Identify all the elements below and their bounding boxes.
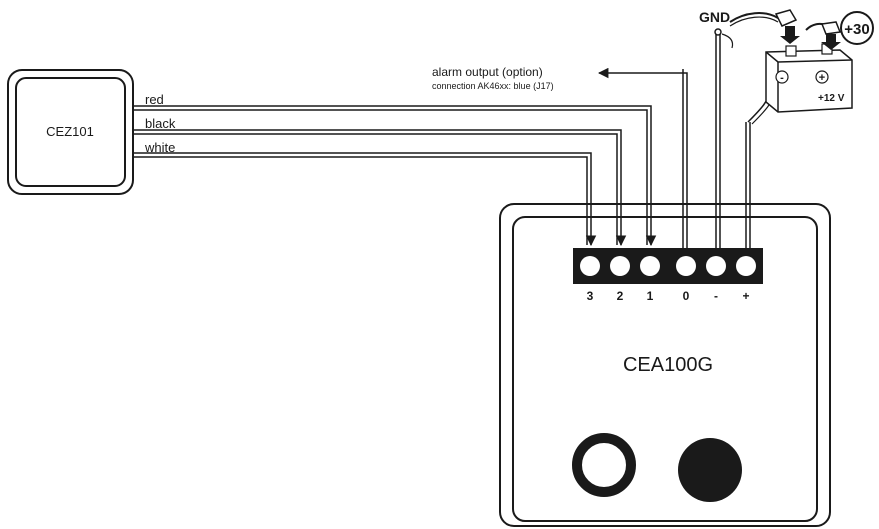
terminal-label: 1: [647, 289, 654, 303]
ring-sensor: [572, 433, 636, 497]
cez101-module: CEZ101: [7, 69, 134, 195]
cea100g-label: CEA100G: [623, 354, 713, 376]
wire-black-label: black: [145, 116, 176, 131]
alarm-connection-label: connection AK46xx: blue (J17): [432, 81, 554, 91]
battery-pos-symbol: +: [819, 72, 825, 84]
terminal-block: [573, 248, 763, 284]
terminal-label: 2: [617, 289, 624, 303]
wire-red-label: red: [145, 92, 164, 107]
cea100g-module: CEA100G 3 2 1 0 - +: [499, 203, 831, 527]
wire-white-label: white: [144, 140, 175, 155]
terminal-screw-0: [676, 256, 696, 276]
plus30-badge: +30: [840, 11, 874, 45]
wire-white: white: [133, 140, 597, 247]
battery-clamps: [729, 9, 842, 50]
plus-wire: [745, 85, 777, 248]
gnd-wire: GND: [699, 9, 734, 248]
terminal-screws: [580, 256, 756, 276]
battery-voltage-label: +12 V: [818, 93, 845, 104]
terminal-screw-1: [640, 256, 660, 276]
terminal-screw-plus: [736, 256, 756, 276]
terminal-label: 3: [587, 289, 594, 303]
terminal-screw-2: [610, 256, 630, 276]
terminal-screw-minus: [706, 256, 726, 276]
terminal-label: 0: [683, 289, 690, 303]
battery-neg-symbol: -: [780, 72, 784, 84]
alarm-output-wire: alarm output (option) connection AK46xx:…: [432, 65, 688, 248]
terminal-label: +: [742, 289, 749, 303]
terminal-screw-3: [580, 256, 600, 276]
wire-red: red: [133, 92, 657, 247]
battery-icon: - + +12 V: [765, 43, 853, 113]
terminal-label: -: [714, 289, 718, 303]
solid-dot: [678, 438, 742, 502]
wire-black: black: [133, 116, 627, 247]
plus30-label: +30: [844, 21, 869, 38]
gnd-label: GND: [699, 9, 730, 25]
cez101-label: CEZ101: [46, 124, 94, 139]
alarm-output-label: alarm output (option): [432, 65, 543, 79]
terminal-labels: 3 2 1 0 - +: [587, 289, 750, 303]
